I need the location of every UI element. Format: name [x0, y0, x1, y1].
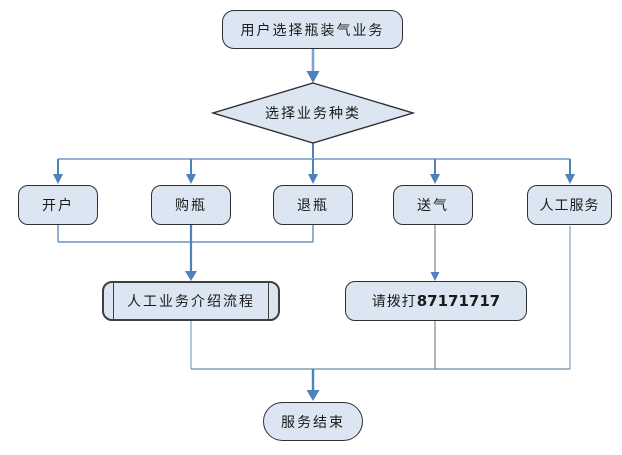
arrowhead-call [430, 272, 440, 281]
predefined-process-bar-left [113, 283, 114, 319]
node-return-bottle-label: 退瓶 [297, 198, 329, 214]
arrowhead-open-account [53, 174, 63, 184]
arrowhead-decision [306, 71, 320, 83]
node-return-bottle: 退瓶 [273, 185, 353, 225]
node-buy-bottle-label: 购瓶 [175, 198, 207, 214]
node-open-account: 开户 [18, 185, 98, 225]
node-end: 服务结束 [263, 402, 363, 441]
arrowhead-manual-service [565, 174, 575, 184]
node-open-account-label: 开户 [42, 198, 74, 214]
decision-diamond [210, 82, 416, 144]
predefined-process-bar-right [268, 283, 269, 319]
arrowhead-return-bottle [308, 174, 318, 184]
node-manual-intro-label: 人工业务介绍流程 [127, 294, 255, 310]
arrowhead-gas-delivery [430, 174, 440, 184]
node-manual-intro-process: 人工业务介绍流程 [102, 281, 280, 321]
node-manual-service: 人工服务 [527, 185, 612, 225]
call-prefix-label: 请拨打 [371, 294, 417, 310]
node-gas-delivery-label: 送气 [417, 198, 449, 214]
arrowhead-manual-intro [185, 271, 197, 281]
node-end-label: 服务结束 [281, 414, 345, 431]
node-start-label: 用户选择瓶装气业务 [240, 22, 385, 39]
arrowhead-end [306, 390, 320, 401]
node-start: 用户选择瓶装气业务 [222, 10, 403, 49]
arrowhead-buy-bottle [186, 174, 196, 184]
node-manual-service-label: 人工服务 [539, 198, 600, 214]
call-phone-number: 87171717 [416, 292, 501, 310]
node-decision-label: 选择业务种类 [265, 106, 361, 122]
node-gas-delivery: 送气 [393, 185, 473, 225]
node-buy-bottle: 购瓶 [151, 185, 231, 225]
